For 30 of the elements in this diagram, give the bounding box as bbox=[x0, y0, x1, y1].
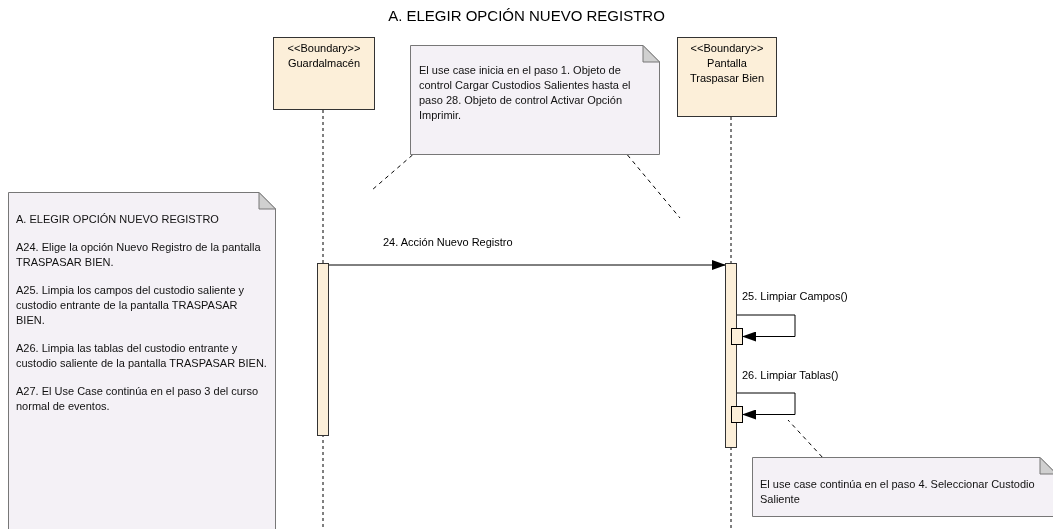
message-label: 26. Limpiar Tablas() bbox=[742, 369, 839, 381]
message-label: 25. Limpiar Campos() bbox=[742, 290, 848, 302]
stereotype-label: <<Boundary>> bbox=[286, 41, 362, 56]
note-text: A26. Limpia las tablas del custodio entrante y custodio saliente de la pantalla TRASPASAR BIEN. bbox=[16, 341, 268, 371]
note bbox=[752, 457, 1053, 517]
activation-box bbox=[731, 406, 743, 423]
lifeline-head bbox=[677, 37, 777, 117]
note-text: A25. Limpia los campos del custodio saliente y custodio entrante de la pantalla TRASPASAR BIEN. bbox=[16, 283, 246, 328]
leader-line bbox=[371, 154, 413, 191]
leader-line bbox=[787, 419, 823, 458]
lifeline-name: Guardalmacén bbox=[286, 56, 362, 71]
leader-line bbox=[627, 154, 681, 219]
note-text: El use case continúa en el paso 4. Seleccionar Custodio Saliente bbox=[760, 477, 1036, 507]
message-arrow bbox=[736, 314, 796, 342]
note-text: A27. El Use Case continúa en el paso 3 del curso normal de eventos. bbox=[16, 384, 260, 414]
note bbox=[410, 45, 660, 155]
activation-bar bbox=[725, 263, 737, 448]
lifeline-head bbox=[273, 37, 375, 110]
stereotype-label: <<Boundary>> bbox=[689, 41, 765, 56]
note bbox=[8, 192, 276, 529]
diagram-title: A. ELEGIR OPCIÓN NUEVO REGISTRO bbox=[387, 7, 666, 24]
message-arrow bbox=[736, 392, 796, 420]
note-heading: A. ELEGIR OPCIÓN NUEVO REGISTRO bbox=[16, 212, 220, 227]
note-text: El use case inicia en el paso 1. Objeto de control Cargar Custodios Salientes hasta el paso 28. Objeto de control Activar Opción Imprimir. bbox=[419, 63, 632, 123]
message-label: 24. Acción Nuevo Registro bbox=[383, 236, 513, 248]
note-text: A24. Elige la opción Nuevo Registro de la pantalla TRASPASAR BIEN. bbox=[16, 240, 262, 270]
lifeline-name: Pantalla Traspasar Bien bbox=[688, 56, 766, 86]
activation-bar bbox=[317, 263, 329, 436]
message-arrow bbox=[328, 260, 726, 270]
activation-box bbox=[731, 328, 743, 345]
